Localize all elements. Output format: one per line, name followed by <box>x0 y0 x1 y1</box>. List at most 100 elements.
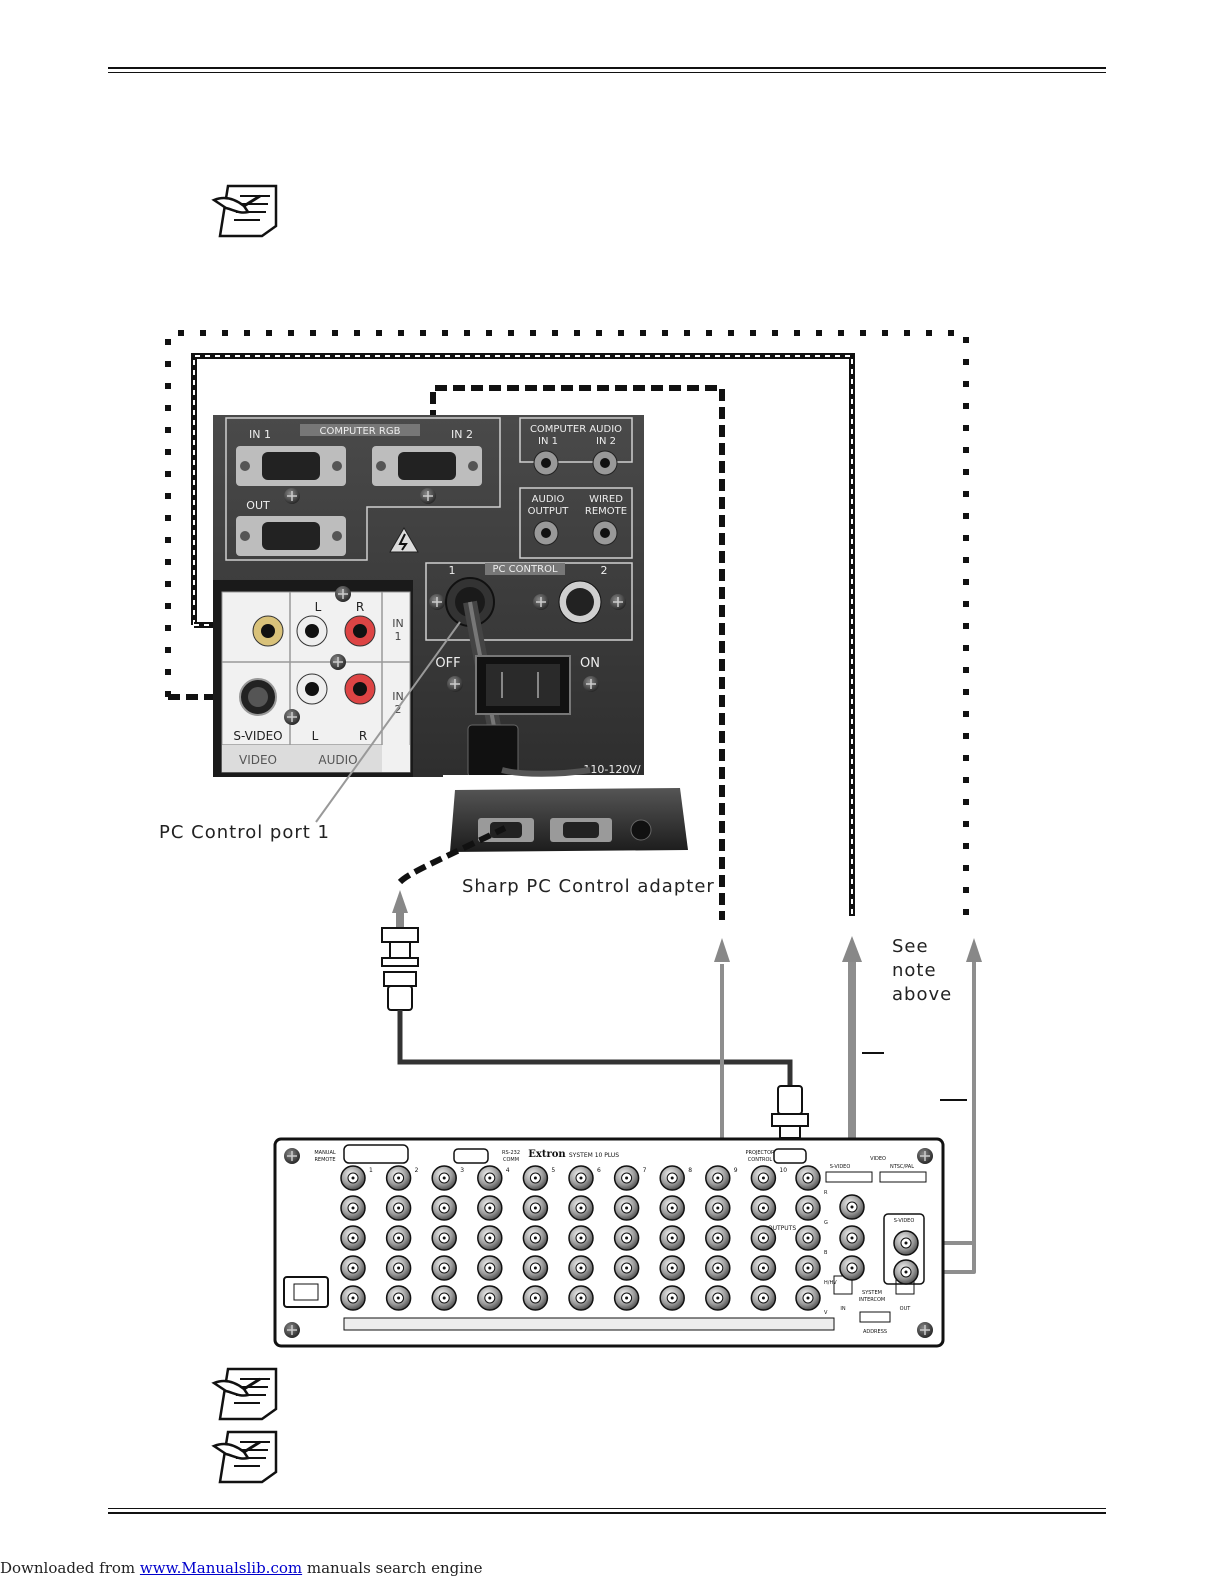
projector-control-label-1: PROJECTOR <box>745 1150 775 1156</box>
bnc-input-connector <box>613 1165 640 1191</box>
bnc-input-connector <box>568 1225 594 1251</box>
bnc-input-connector <box>385 1165 412 1191</box>
cable-arrows <box>392 890 982 962</box>
bnc-input-connector <box>431 1225 457 1251</box>
input-number-label: 3 <box>460 1167 464 1174</box>
pc-control-port-label: PC Control port 1 <box>159 822 331 843</box>
video-section-label: VIDEO <box>239 753 277 767</box>
svideo-label: S-VIDEO <box>233 729 282 743</box>
intercom-in-label: IN <box>840 1306 845 1312</box>
manualslib-link[interactable]: www.Manualslib.com <box>139 1559 303 1577</box>
output-row-label: B <box>824 1250 828 1256</box>
intercom-out-label: OUT <box>900 1306 912 1312</box>
note-icon <box>212 1430 278 1484</box>
bnc-input-connector <box>705 1225 731 1251</box>
note-icon <box>212 1367 278 1421</box>
pc-control-port-2 <box>558 580 602 624</box>
system-intercom-label-1: SYSTEM <box>862 1290 882 1296</box>
bnc-video-connector <box>839 1194 865 1220</box>
bnc-video-connector <box>893 1259 919 1285</box>
wired-remote-label-1: WIRED <box>589 494 623 505</box>
dsub-gender-changer <box>381 927 419 1011</box>
rgb-in1-label: IN 1 <box>249 428 271 441</box>
footer: Downloaded from www.Manualslib.com manua… <box>0 1559 483 1577</box>
ntsc-label: NTSC/PAL <box>890 1164 914 1170</box>
bnc-input-connector <box>613 1285 640 1311</box>
bnc-input-connector <box>750 1285 777 1311</box>
switcher-video-label: VIDEO <box>870 1156 886 1162</box>
pc-control-label: PC CONTROL <box>492 564 557 575</box>
callout-lines <box>862 1052 967 1101</box>
bnc-output-connector <box>795 1195 821 1221</box>
projector-rear-panel: COMPUTER RGB IN 1 IN 2 OUT COMPUTER AUDI… <box>213 415 644 778</box>
bnc-input-connector <box>522 1195 549 1221</box>
bnc-input-connector <box>477 1285 503 1311</box>
rs232-label-1: RS-232 <box>502 1150 520 1156</box>
bnc-input-connector <box>659 1285 685 1311</box>
in1-label: IN <box>392 617 403 630</box>
bnc-video-connector <box>893 1230 919 1256</box>
bnc-input-connector <box>431 1165 457 1191</box>
bnc-input-connector <box>385 1285 412 1311</box>
sharp-adapter-label: Sharp PC Control adapter <box>462 876 715 897</box>
audio-output-label-2: OUTPUT <box>528 506 570 517</box>
footer-suffix: manuals search engine <box>302 1559 483 1577</box>
bnc-input-connector <box>750 1225 777 1251</box>
address-label: ADDRESS <box>863 1329 887 1335</box>
projector-control-label-2: CONTROL <box>748 1157 773 1163</box>
computer-rgb-label: COMPUTER RGB <box>320 426 401 437</box>
bnc-input-connector <box>705 1255 731 1281</box>
computer-audio-label: COMPUTER AUDIO <box>530 424 622 435</box>
header-rule <box>108 67 1106 73</box>
bnc-input-connector <box>659 1195 685 1221</box>
rgb-in1-port <box>236 446 346 486</box>
on-label: ON <box>580 656 600 671</box>
outputs-label: OUTPUTS <box>768 1225 796 1232</box>
bnc-input-connector <box>568 1165 594 1191</box>
bnc-video-connector <box>839 1225 865 1251</box>
bnc-input-connector <box>659 1255 685 1281</box>
bnc-input-connector <box>477 1225 503 1251</box>
pc-port1-label: 1 <box>449 564 456 577</box>
bnc-input-connector <box>705 1165 731 1191</box>
input-number-label: 8 <box>688 1167 692 1174</box>
pc-port2-label: 2 <box>601 564 608 577</box>
bnc-input-connector <box>340 1225 366 1251</box>
input-number-label: 10 <box>779 1167 787 1174</box>
bnc-input-connector <box>568 1195 594 1221</box>
audio-output-label-1: AUDIO <box>532 494 565 505</box>
rgb-out-port <box>236 516 346 556</box>
audio-l-label-top: L <box>315 600 322 614</box>
in2-label: IN <box>392 690 403 703</box>
output-row-label: H/HV <box>824 1280 837 1286</box>
svideo-dip-label: S-VIDEO <box>830 1164 851 1170</box>
bnc-input-connector <box>705 1195 731 1221</box>
see-note-label-3: above <box>892 984 953 1005</box>
footer-rule <box>108 1508 1106 1514</box>
bnc-input-connector <box>705 1285 731 1311</box>
audio-section-label: AUDIO <box>318 753 357 767</box>
bnc-input-connector <box>659 1225 685 1251</box>
rs232-label-2: COMM <box>503 1157 519 1163</box>
svideo-jack <box>239 678 277 716</box>
adapter-cable <box>397 825 507 885</box>
rgb-out-label: OUT <box>246 499 270 512</box>
svideo-out-label: S-VIDEO <box>894 1218 915 1224</box>
input-number-label: 5 <box>551 1167 555 1174</box>
bnc-input-connector <box>477 1165 503 1191</box>
system-intercom-label-2: INTERCOM <box>859 1297 885 1303</box>
bnc-input-connector <box>750 1165 777 1191</box>
audio-r-label-bottom: R <box>359 729 367 743</box>
bnc-video-connector <box>839 1255 865 1281</box>
bnc-input-connector <box>750 1195 777 1221</box>
bnc-input-connector <box>613 1225 640 1251</box>
bnc-input-connector <box>385 1225 412 1251</box>
audio-in2-label: IN 2 <box>596 436 616 447</box>
bnc-input-connector <box>522 1165 549 1191</box>
rgb-in2-port <box>372 446 482 486</box>
note-icon <box>212 184 278 238</box>
bnc-input-connector <box>522 1225 549 1251</box>
bnc-input-connector <box>431 1285 457 1311</box>
bnc-input-connector <box>613 1255 640 1281</box>
